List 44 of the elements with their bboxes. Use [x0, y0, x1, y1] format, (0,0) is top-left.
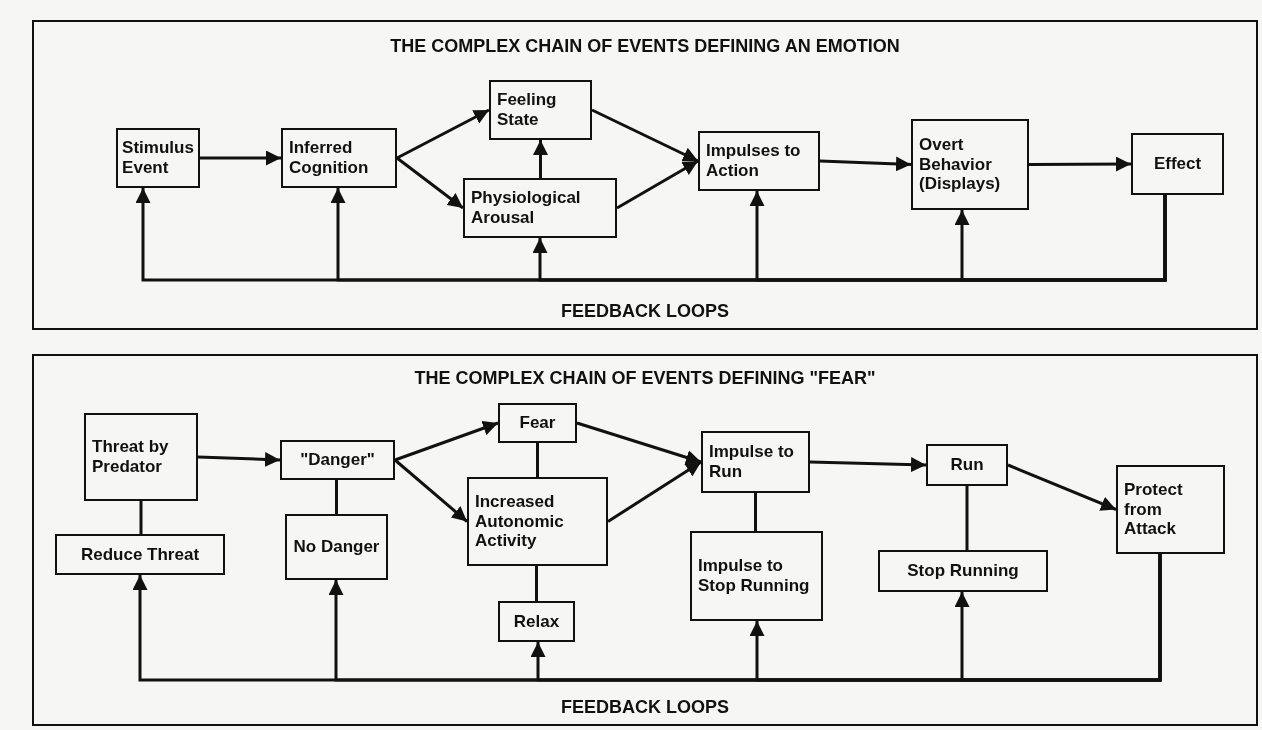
process-box: Stop Running	[878, 550, 1048, 592]
arrow	[819, 156, 912, 172]
connector-line	[139, 501, 143, 534]
process-box: No Danger	[285, 514, 388, 580]
arrow	[200, 150, 281, 166]
process-box: Impulse to Run	[701, 431, 810, 493]
arrow	[394, 421, 499, 462]
connector-line	[536, 443, 539, 477]
arrow	[1029, 156, 1131, 172]
panel-frame	[32, 20, 1258, 330]
arrow	[576, 421, 702, 465]
arrow	[616, 159, 699, 210]
process-box: Physiological Arousal	[463, 178, 617, 238]
arrow	[396, 108, 490, 160]
arrow	[394, 458, 468, 523]
process-box: Feeling State	[489, 80, 592, 140]
process-box: Impulses to Action	[698, 131, 820, 191]
process-box: "Danger"	[280, 440, 395, 480]
arrow	[809, 457, 927, 473]
connector-line	[335, 480, 338, 514]
connector-line	[535, 566, 538, 601]
connector-line	[965, 486, 969, 550]
process-box: Threat by Predator	[84, 413, 198, 501]
process-box: Impulse to Stop Running	[690, 531, 823, 621]
arrow	[396, 156, 464, 210]
arrow	[591, 108, 699, 163]
connector-line	[754, 493, 757, 531]
process-box: Inferred Cognition	[281, 128, 397, 188]
process-box: Stimulus Event	[116, 128, 200, 188]
process-box: Run	[926, 444, 1008, 486]
process-box: Protect from Attack	[1116, 465, 1225, 554]
process-box: Fear	[498, 403, 577, 443]
arrow	[607, 460, 702, 523]
arrow	[197, 451, 281, 467]
panel-frame	[32, 354, 1258, 726]
process-box: Effect	[1131, 133, 1224, 195]
process-box: Increased Autonomic Activity	[467, 477, 608, 566]
process-box: Relax	[498, 601, 575, 642]
arrow	[1007, 463, 1117, 511]
process-box: Overt Behavior (Displays)	[911, 119, 1029, 210]
arrow	[954, 554, 1162, 682]
process-box: Reduce Threat	[55, 534, 225, 575]
arrow	[954, 195, 1167, 282]
arrow	[533, 140, 548, 178]
